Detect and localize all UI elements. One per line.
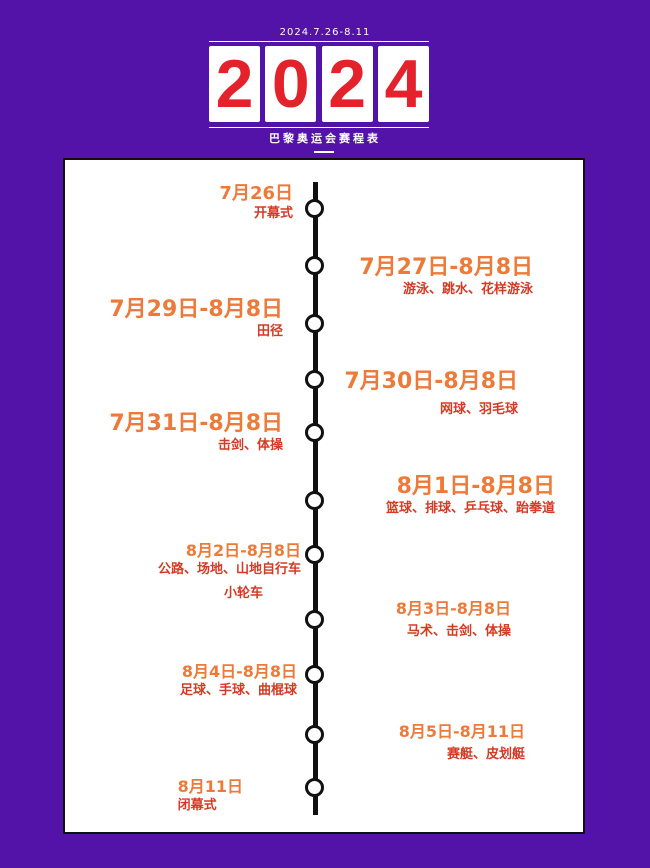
event-sports: 小轮车 (223, 585, 263, 601)
event-date: 7月26日 (219, 183, 293, 204)
event-date: 7月29日-8月8日 (109, 297, 283, 322)
timeline-node (305, 610, 324, 629)
year-digit: 2 (209, 46, 260, 122)
event-date: 7月31日-8月8日 (109, 411, 283, 436)
timeline-node (305, 370, 324, 389)
timeline-node (305, 778, 324, 797)
event-date: 7月30日-8月8日 (344, 369, 518, 394)
event-sports: 公路、场地、山地自行车 (157, 561, 301, 577)
timeline-node (305, 199, 324, 218)
event-date: 7月27日-8月8日 (359, 255, 533, 280)
year-digit: 4 (377, 46, 429, 122)
page-subtitle: 巴黎奥运会赛程表 (269, 132, 381, 145)
event-date: 8月4日-8月8日 (181, 662, 297, 681)
event-date: 8月1日-8月8日 (396, 474, 555, 499)
event-date: 8月11日 (177, 777, 243, 796)
timeline-event: 8月2日-8月8日 公路、场地、山地自行车 小轮车 (158, 542, 301, 602)
date-range: 2024.7.26-8.11 (279, 27, 371, 38)
event-date: 8月2日-8月8日 (185, 541, 301, 560)
event-sports: 足球、手球、曲棍球 (179, 682, 297, 698)
timeline-event: 7月30日-8月8日 网球、羽毛球 (344, 369, 518, 418)
event-date: 8月5日-8月11日 (398, 722, 525, 741)
header-bottom-rule (209, 127, 429, 128)
event-sports: 击剑、体操 (217, 438, 283, 454)
event-sports: 田径 (256, 324, 283, 340)
timeline-event: 8月1日-8月8日 篮球、排球、乒乓球、跆拳道 (385, 474, 555, 517)
timeline-event: 7月27日-8月8日 游泳、跳水、花样游泳 (359, 255, 533, 298)
timeline-node (305, 725, 324, 744)
event-sports: 闭幕式 (177, 797, 217, 813)
timeline-node (305, 491, 324, 510)
timeline-event: 8月3日-8月8日 马术、击剑、体操 (396, 600, 511, 640)
header-top-rule (209, 41, 429, 42)
timeline-node (305, 423, 324, 442)
event-sports: 赛艇、皮划艇 (446, 746, 525, 762)
timeline-node (305, 256, 324, 275)
year-display: 2 0 2 4 (209, 46, 429, 122)
event-sports: 开幕式 (253, 205, 293, 221)
timeline-event: 7月26日 开幕式 (219, 184, 293, 222)
timeline-event: 8月11日 闭幕式 (178, 778, 243, 814)
timeline-event: 7月31日-8月8日 击剑、体操 (109, 411, 283, 454)
timeline-node (305, 314, 324, 333)
subtitle-underline (314, 151, 334, 153)
event-sports: 游泳、跳水、花样游泳 (402, 282, 533, 298)
year-digit: 0 (265, 46, 317, 122)
schedule-panel: 7月26日 开幕式 7月27日-8月8日 游泳、跳水、花样游泳 7月29日-8月… (63, 158, 585, 834)
timeline-node (305, 665, 324, 684)
event-date: 8月3日-8月8日 (395, 599, 511, 618)
event-sports: 篮球、排球、乒乓球、跆拳道 (385, 501, 555, 517)
event-sports: 马术、击剑、体操 (406, 623, 511, 639)
event-sports: 网球、羽毛球 (439, 402, 518, 418)
timeline-event: 7月29日-8月8日 田径 (109, 297, 283, 340)
timeline-event: 8月5日-8月11日 赛艇、皮划艇 (399, 723, 525, 763)
year-digit: 2 (321, 46, 373, 122)
timeline-event: 8月4日-8月8日 足球、手球、曲棍球 (180, 663, 297, 699)
timeline-node (305, 545, 324, 564)
